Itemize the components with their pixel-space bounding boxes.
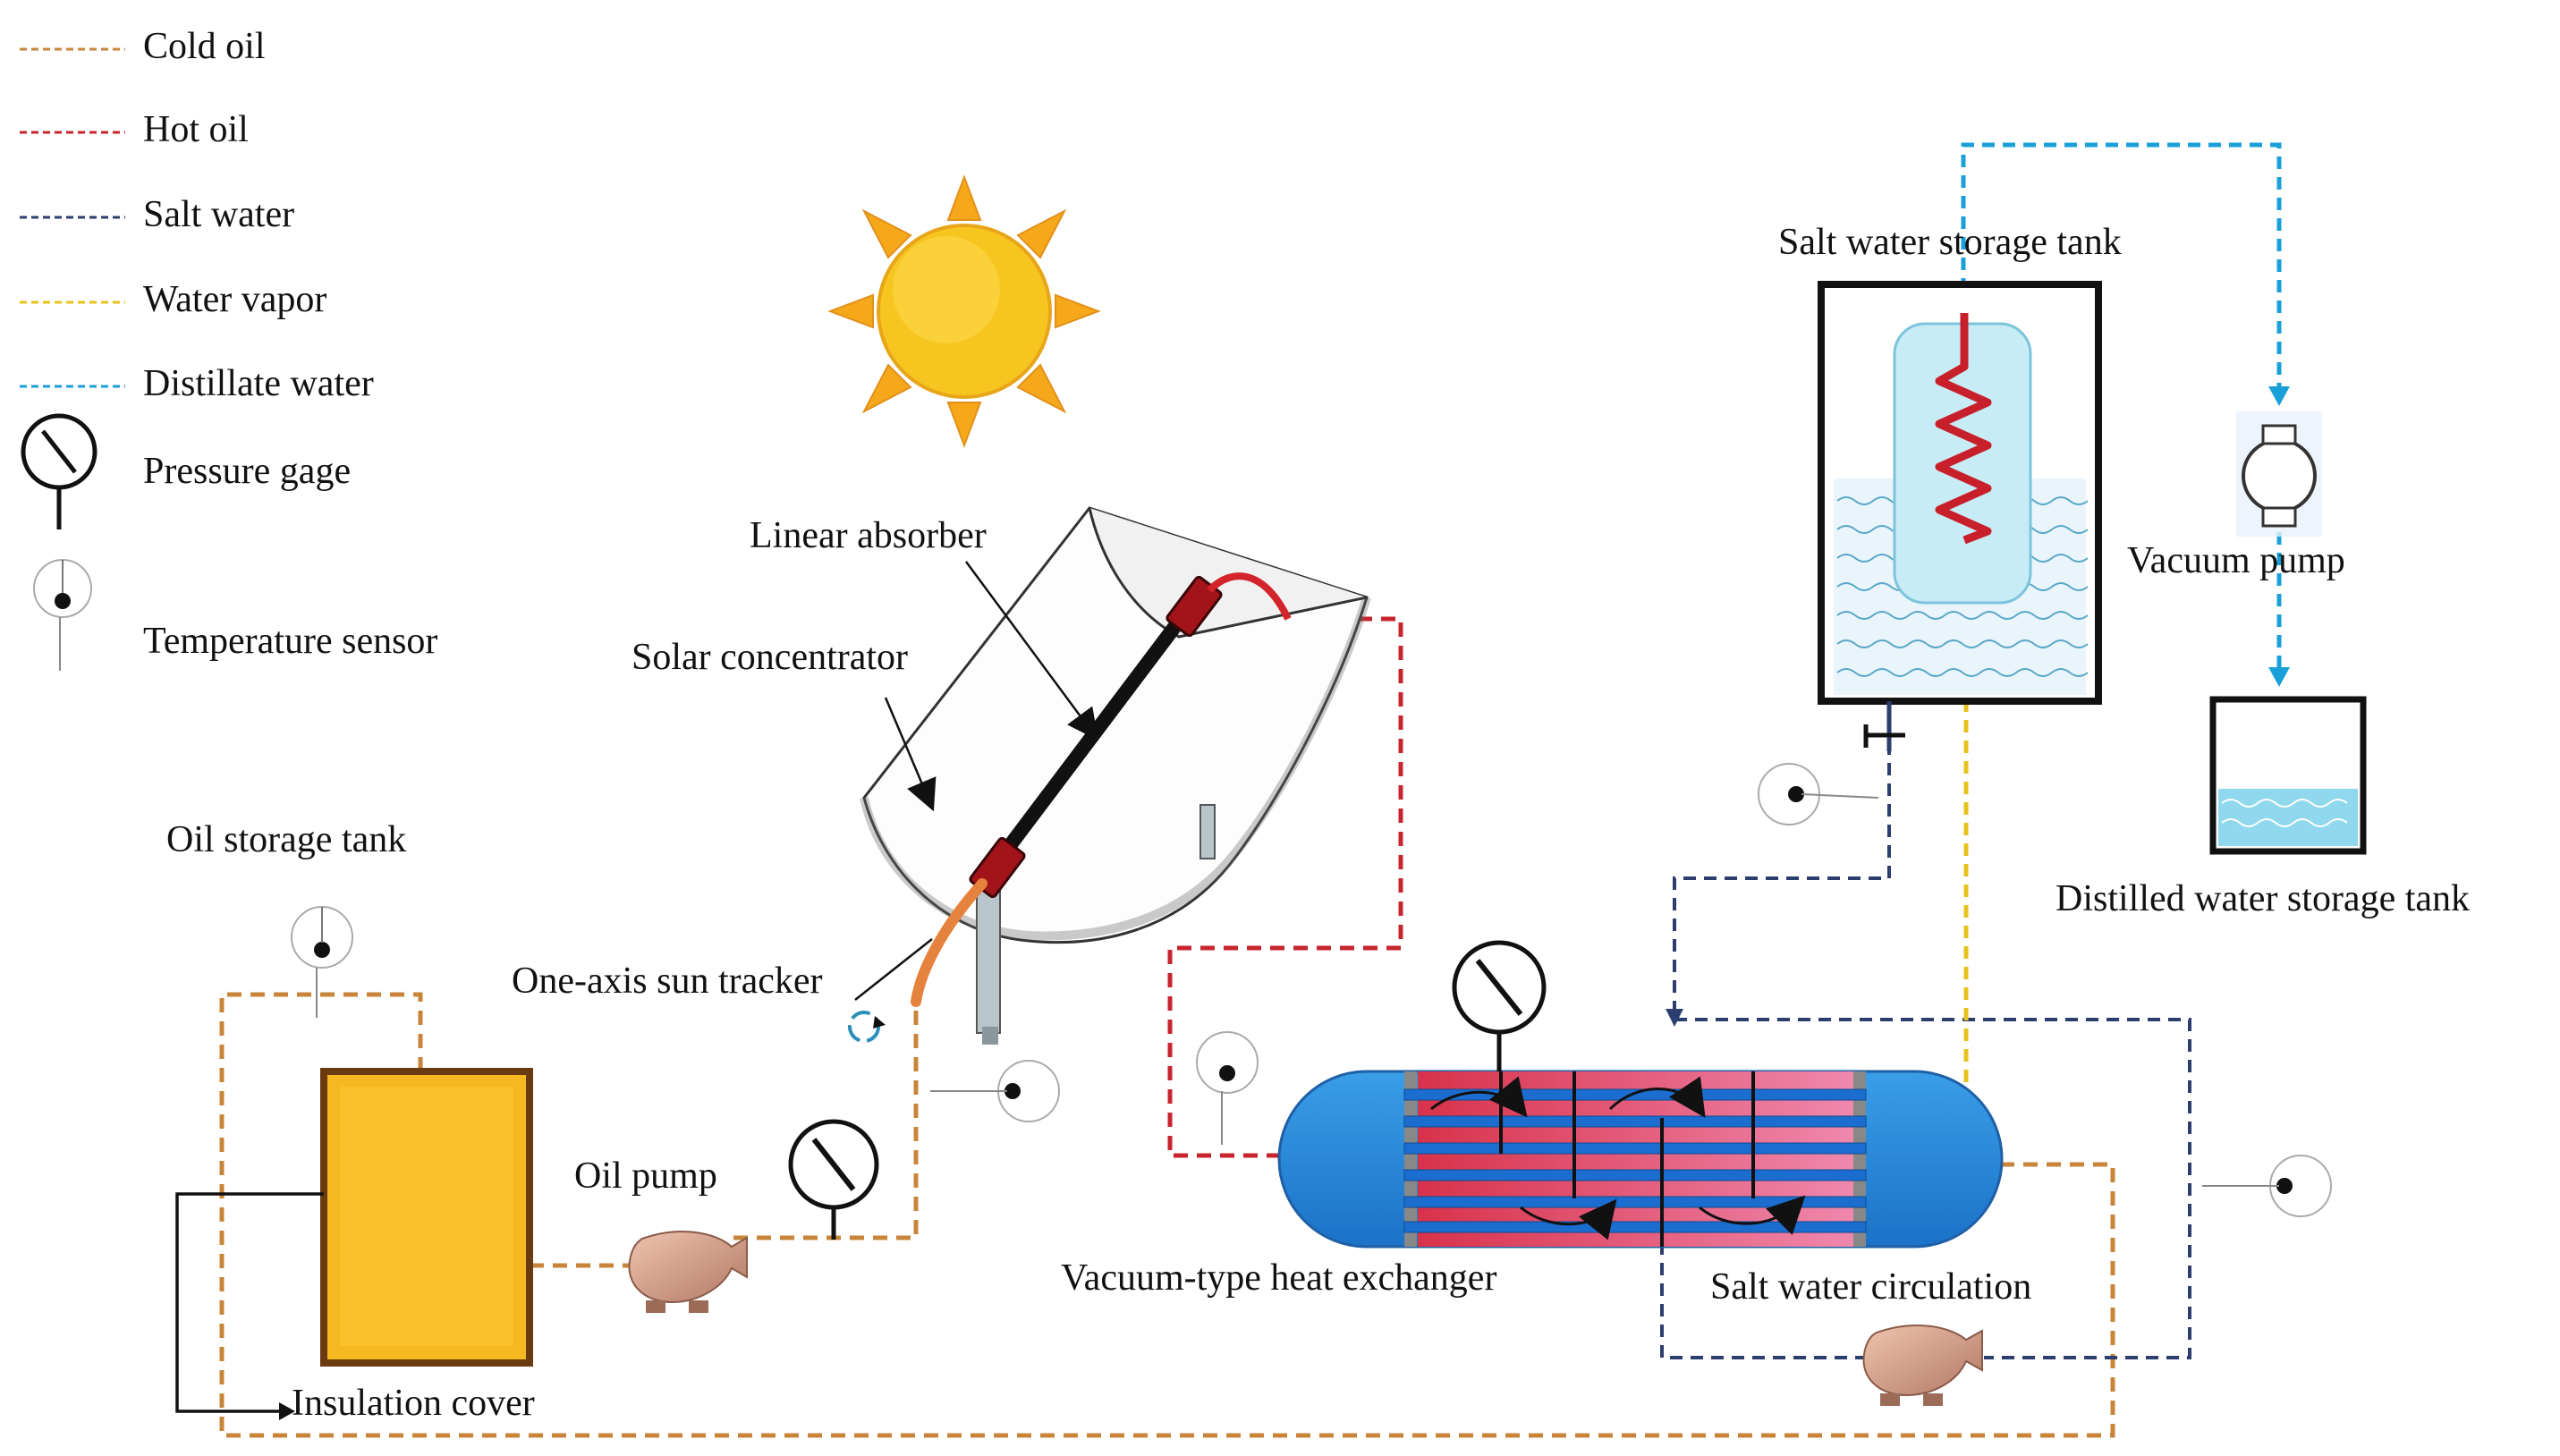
rotation-icon <box>848 1011 886 1043</box>
legend-distillate-water-label: Distillate water <box>143 363 374 404</box>
salt-water-circulation-pump-icon <box>1862 1324 1983 1406</box>
oil-pump-icon <box>628 1231 748 1313</box>
distillate-arrow-2 <box>2268 667 2290 687</box>
oil-tank-temperature-sensor-icon <box>291 906 353 1018</box>
legend-pressure-gage-label: Pressure gage <box>143 451 351 492</box>
hx-outlet-temperature-sensor-icon <box>2202 1155 2332 1217</box>
label-oil-pump: Oil pump <box>574 1155 717 1197</box>
label-salt-water-circulation: Salt water circulation <box>1710 1266 2031 1308</box>
insulation-cover-arrow <box>279 1402 295 1420</box>
sun-icon <box>827 174 1101 448</box>
legend-water-vapor-label: Water vapor <box>143 279 326 320</box>
temperature-sensor-icon <box>33 559 92 671</box>
solar-concentrator <box>848 506 1371 1045</box>
hot-oil-pipes <box>1167 616 1403 1158</box>
label-distilled-water-storage-tank: Distilled water storage tank <box>2056 878 2470 919</box>
salt-water-pipes <box>1660 701 2191 1359</box>
tracker-temperature-sensor-icon <box>930 1060 1060 1122</box>
hot-oil-temperature-sensor-icon <box>1196 1031 1259 1145</box>
label-oil-storage-tank: Oil storage tank <box>166 819 406 860</box>
oil-storage-tank <box>320 1068 533 1367</box>
distillate-arrow-1 <box>2268 386 2290 406</box>
legend: Cold oil Hot oil Salt water Water vapor … <box>20 26 437 671</box>
salt-water-storage-tank <box>1818 281 2102 751</box>
insulation-cover-line <box>175 1192 324 1413</box>
annotation-leaders <box>854 561 1098 1001</box>
label-linear-absorber: Linear absorber <box>750 515 987 556</box>
label-one-axis-sun-tracker: One-axis sun tracker <box>512 961 823 1002</box>
legend-temperature-sensor-label: Temperature sensor <box>143 621 437 662</box>
heat-exchanger-pressure-gage-icon <box>1452 940 1547 1071</box>
legend-salt-water-label: Salt water <box>143 194 294 235</box>
label-solar-concentrator: Solar concentrator <box>632 637 908 678</box>
distilled-water-storage-tank <box>2209 696 2367 855</box>
oil-pump-pressure-gage-icon <box>788 1119 879 1240</box>
pressure-gage-icon <box>21 413 97 529</box>
legend-cold-oil-label: Cold oil <box>143 26 266 67</box>
salt-water-temperature-sensor-icon <box>1758 763 1879 825</box>
cold-oil-pipes <box>219 992 2115 1438</box>
vacuum-pump-icon <box>2236 411 2322 537</box>
label-vacuum-heat-exchanger: Vacuum-type heat exchanger <box>1061 1257 1496 1299</box>
distillate-water-pipes <box>1961 142 2282 673</box>
label-vacuum-pump: Vacuum pump <box>2127 540 2345 581</box>
label-insulation-cover: Insulation cover <box>292 1383 535 1424</box>
label-salt-water-storage-tank: Salt water storage tank <box>1778 222 2122 263</box>
vacuum-heat-exchanger <box>1277 1070 2004 1249</box>
legend-hot-oil-label: Hot oil <box>143 109 249 150</box>
salt-water-arrow <box>1666 1009 1683 1027</box>
